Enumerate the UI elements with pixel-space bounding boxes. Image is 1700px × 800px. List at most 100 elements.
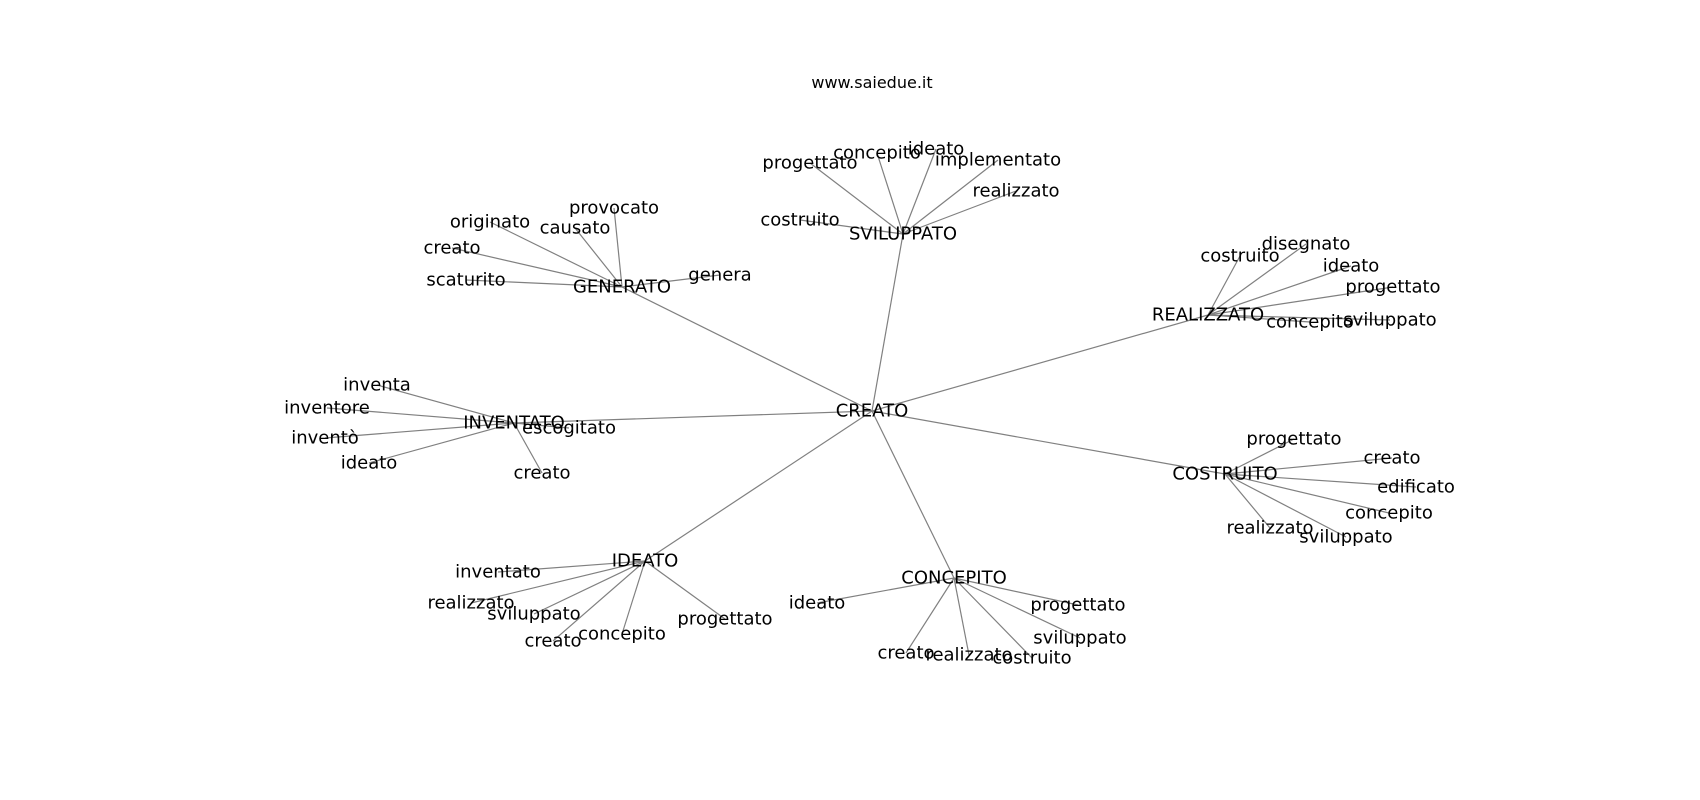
- edge-generato-5: [621, 274, 721, 288]
- leaf-node-costruito-5: sviluppato: [1299, 527, 1392, 548]
- edge-sviluppato-1: [876, 152, 904, 235]
- edge-generato-2: [574, 227, 623, 288]
- edge-generato-4: [465, 279, 623, 288]
- edge-ideato-0: [497, 560, 646, 573]
- leaf-node-inventato-2: inventò: [291, 428, 359, 449]
- edge-sviluppato-3: [902, 159, 999, 235]
- edge-inventato-1: [326, 407, 515, 424]
- edge-center-sviluppato: [871, 233, 904, 412]
- leaf-node-concepito-5: costruito: [992, 648, 1071, 669]
- hub-node-concepito: CONCEPITO: [901, 568, 1006, 589]
- leaf-node-generato-3: creato: [423, 238, 480, 259]
- edge-center-generato: [621, 286, 873, 412]
- edge-ideato-2: [533, 560, 646, 615]
- hub-node-realizzato: REALIZZATO: [1152, 305, 1264, 326]
- edge-inventato-3: [368, 422, 515, 464]
- edge-costruito-2: [1224, 473, 1417, 488]
- leaf-node-sviluppato-1: concepito: [833, 143, 921, 164]
- leaf-node-generato-2: causato: [540, 218, 611, 239]
- edge-costruito-0: [1224, 438, 1295, 475]
- leaf-node-realizzato-4: concepito: [1266, 312, 1354, 333]
- edge-concepito-4: [953, 577, 970, 656]
- edge-sviluppato-0: [809, 162, 904, 235]
- center-node: CREATO: [836, 401, 909, 422]
- edge-concepito-3: [905, 577, 955, 654]
- leaf-node-ideato-3: creato: [524, 631, 581, 652]
- leaf-node-realizzato-0: costruito: [1200, 246, 1279, 267]
- leaf-node-generato-5: genera: [688, 265, 751, 286]
- edge-costruito-1: [1224, 457, 1393, 475]
- edge-concepito-1: [953, 577, 1079, 606]
- edge-inventato-2: [324, 422, 515, 439]
- edge-realizzato-2: [1207, 265, 1352, 316]
- edge-center-ideato: [644, 410, 873, 562]
- edge-center-realizzato: [871, 314, 1209, 412]
- leaf-node-costruito-4: realizzato: [1226, 518, 1313, 539]
- edge-costruito-3: [1224, 473, 1390, 514]
- leaf-node-concepito-1: progettato: [1030, 595, 1125, 616]
- hub-node-costruito: COSTRUITO: [1172, 464, 1277, 485]
- leaf-node-inventato-5: creato: [513, 463, 570, 484]
- leaf-node-costruito-0: progettato: [1246, 429, 1341, 450]
- edge-ideato-4: [621, 560, 646, 635]
- leaf-node-concepito-2: sviluppato: [1033, 628, 1126, 649]
- edge-center-concepito: [871, 410, 955, 579]
- leaf-node-inventato-0: inventa: [343, 375, 411, 396]
- edge-concepito-2: [953, 577, 1081, 639]
- edge-generato-0: [489, 221, 623, 288]
- leaf-node-realizzato-2: ideato: [1323, 256, 1380, 277]
- edge-concepito-0: [816, 577, 955, 604]
- leaf-node-realizzato-1: disegnato: [1262, 234, 1351, 255]
- leaf-node-sviluppato-0: progettato: [762, 153, 857, 174]
- leaf-node-ideato-5: progettato: [677, 609, 772, 630]
- edge-ideato-5: [644, 560, 726, 620]
- leaf-node-concepito-3: creato: [877, 643, 934, 664]
- leaf-node-inventato-1: inventore: [284, 398, 370, 419]
- edge-costruito-4: [1224, 473, 1271, 529]
- edge-generato-1: [613, 207, 623, 288]
- leaf-node-concepito-0: ideato: [789, 593, 846, 614]
- site-title: www.saiedue.it: [811, 73, 932, 92]
- edge-sviluppato-4: [902, 190, 1017, 235]
- leaf-node-sviluppato-5: costruito: [760, 210, 839, 231]
- hub-node-generato: GENERATO: [573, 277, 671, 298]
- edges-layer: [324, 148, 1417, 659]
- leaf-node-sviluppato-3: implementato: [935, 150, 1061, 171]
- edge-generato-3: [451, 247, 623, 288]
- edge-center-inventato: [513, 410, 873, 424]
- edge-ideato-1: [470, 560, 646, 604]
- edge-realizzato-4: [1207, 314, 1311, 323]
- edge-concepito-5: [953, 577, 1033, 659]
- hub-node-ideato: IDEATO: [612, 551, 679, 572]
- edge-inventato-5: [513, 422, 543, 474]
- edge-center-costruito: [871, 410, 1226, 475]
- edge-realizzato-5: [1207, 314, 1391, 321]
- leaf-node-sviluppato-2: ideato: [908, 139, 965, 160]
- leaf-node-generato-0: originato: [450, 212, 530, 233]
- hub-node-sviluppato: SVILUPPATO: [849, 224, 957, 245]
- edge-realizzato-3: [1207, 286, 1394, 316]
- edge-sviluppato-2: [902, 148, 937, 235]
- leaf-node-ideato-2: sviluppato: [487, 604, 580, 625]
- edge-costruito-5: [1224, 473, 1347, 538]
- leaf-node-ideato-1: realizzato: [427, 593, 514, 614]
- leaf-node-costruito-2: edificato: [1377, 477, 1455, 498]
- leaf-node-generato-4: scaturito: [426, 270, 505, 291]
- leaf-node-costruito-1: creato: [1363, 448, 1420, 469]
- edge-ideato-3: [552, 560, 646, 642]
- labels-layer: CREATOGENERATOoriginatoprovocatocausatoc…: [284, 139, 1455, 669]
- leaf-node-realizzato-3: progettato: [1345, 277, 1440, 298]
- leaf-node-concepito-4: realizzato: [925, 645, 1012, 666]
- hub-node-inventato: INVENTATO: [463, 413, 565, 434]
- edge-sviluppato-5: [799, 219, 904, 235]
- edge-inventato-4: [513, 422, 570, 429]
- edge-realizzato-0: [1207, 255, 1241, 316]
- edge-inventato-0: [376, 384, 515, 424]
- leaf-node-inventato-3: ideato: [341, 453, 398, 474]
- leaf-node-sviluppato-4: realizzato: [972, 181, 1059, 202]
- leaf-node-inventato-4: escogitato: [522, 418, 616, 439]
- leaf-node-ideato-4: concepito: [578, 624, 666, 645]
- leaf-node-ideato-0: inventato: [455, 562, 541, 583]
- leaf-node-realizzato-5: sviluppato: [1343, 310, 1436, 331]
